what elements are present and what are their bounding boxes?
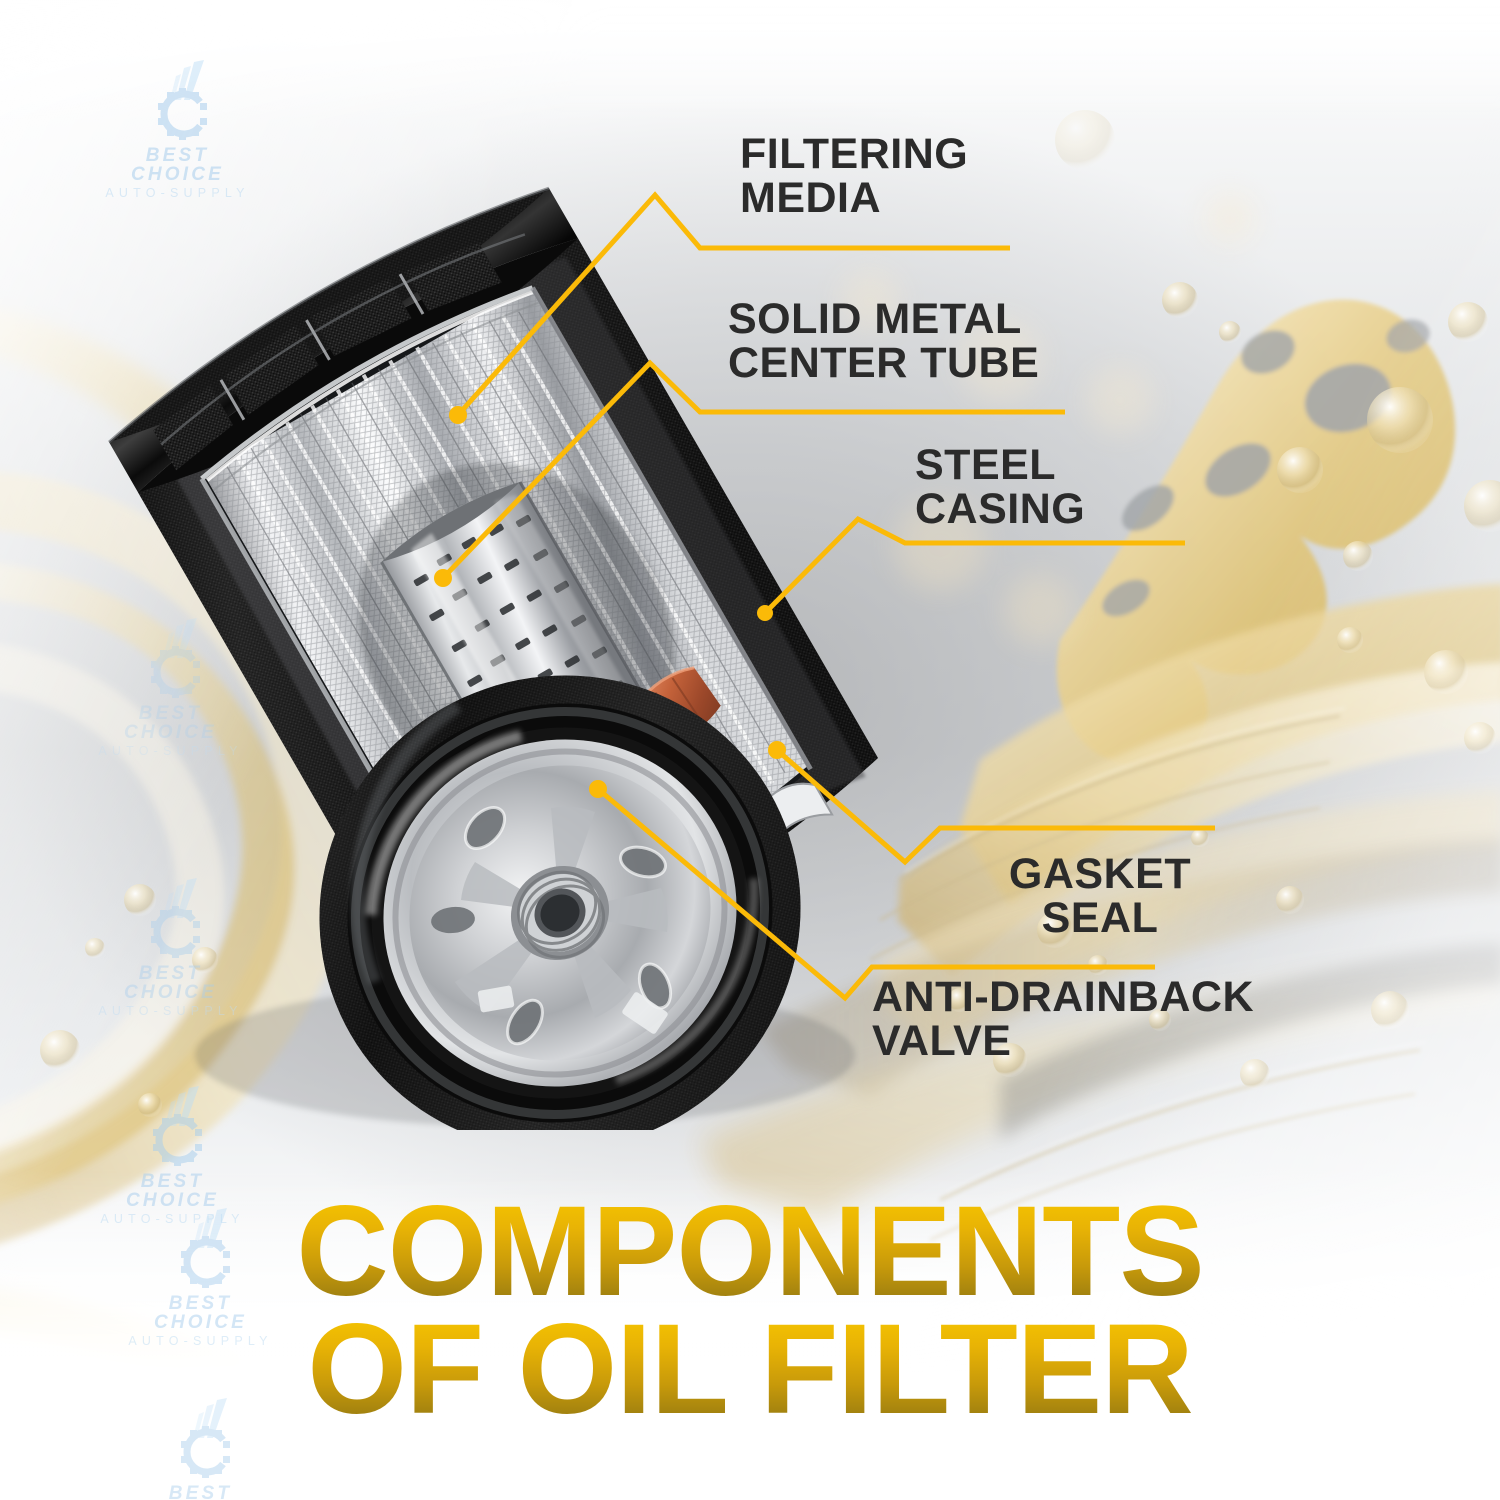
callout-steel-casing: STEEL CASING (915, 443, 1085, 532)
callout-gasket-seal: GASKET SEAL (1000, 852, 1200, 941)
page-title: COMPONENTS OF OIL FILTER (0, 1188, 1500, 1433)
callout-label-line2: MEDIA (740, 174, 882, 223)
bottom-fade (0, 1170, 1500, 1500)
top-fade (0, 0, 1500, 120)
callout-filtering-media: FILTERING MEDIA (740, 132, 968, 221)
callout-label-line2: CASING (915, 485, 1086, 534)
callout-label-line2: SEAL (1041, 894, 1159, 943)
callout-label-line1: GASKET (1008, 850, 1192, 898)
callout-label-line1: ANTI-DRAINBACK (872, 973, 1255, 1021)
callout-solid-metal-center-tube: SOLID METAL CENTER TUBE (728, 297, 1039, 386)
callout-label-line1: STEEL (915, 441, 1057, 489)
title-line-2: OF OIL FILTER (0, 1305, 1500, 1433)
callout-label-line1: FILTERING (740, 130, 969, 178)
oil-filter-cutaway-illustration (108, 186, 878, 1130)
callout-label-line1: SOLID METAL (728, 295, 1022, 343)
callout-anti-drainback-valve: ANTI-DRAINBACK VALVE (872, 975, 1254, 1064)
callout-label-line2: VALVE (872, 1017, 1012, 1066)
callout-label-line2: CENTER TUBE (728, 339, 1040, 388)
title-line-1: COMPONENTS (0, 1188, 1500, 1316)
